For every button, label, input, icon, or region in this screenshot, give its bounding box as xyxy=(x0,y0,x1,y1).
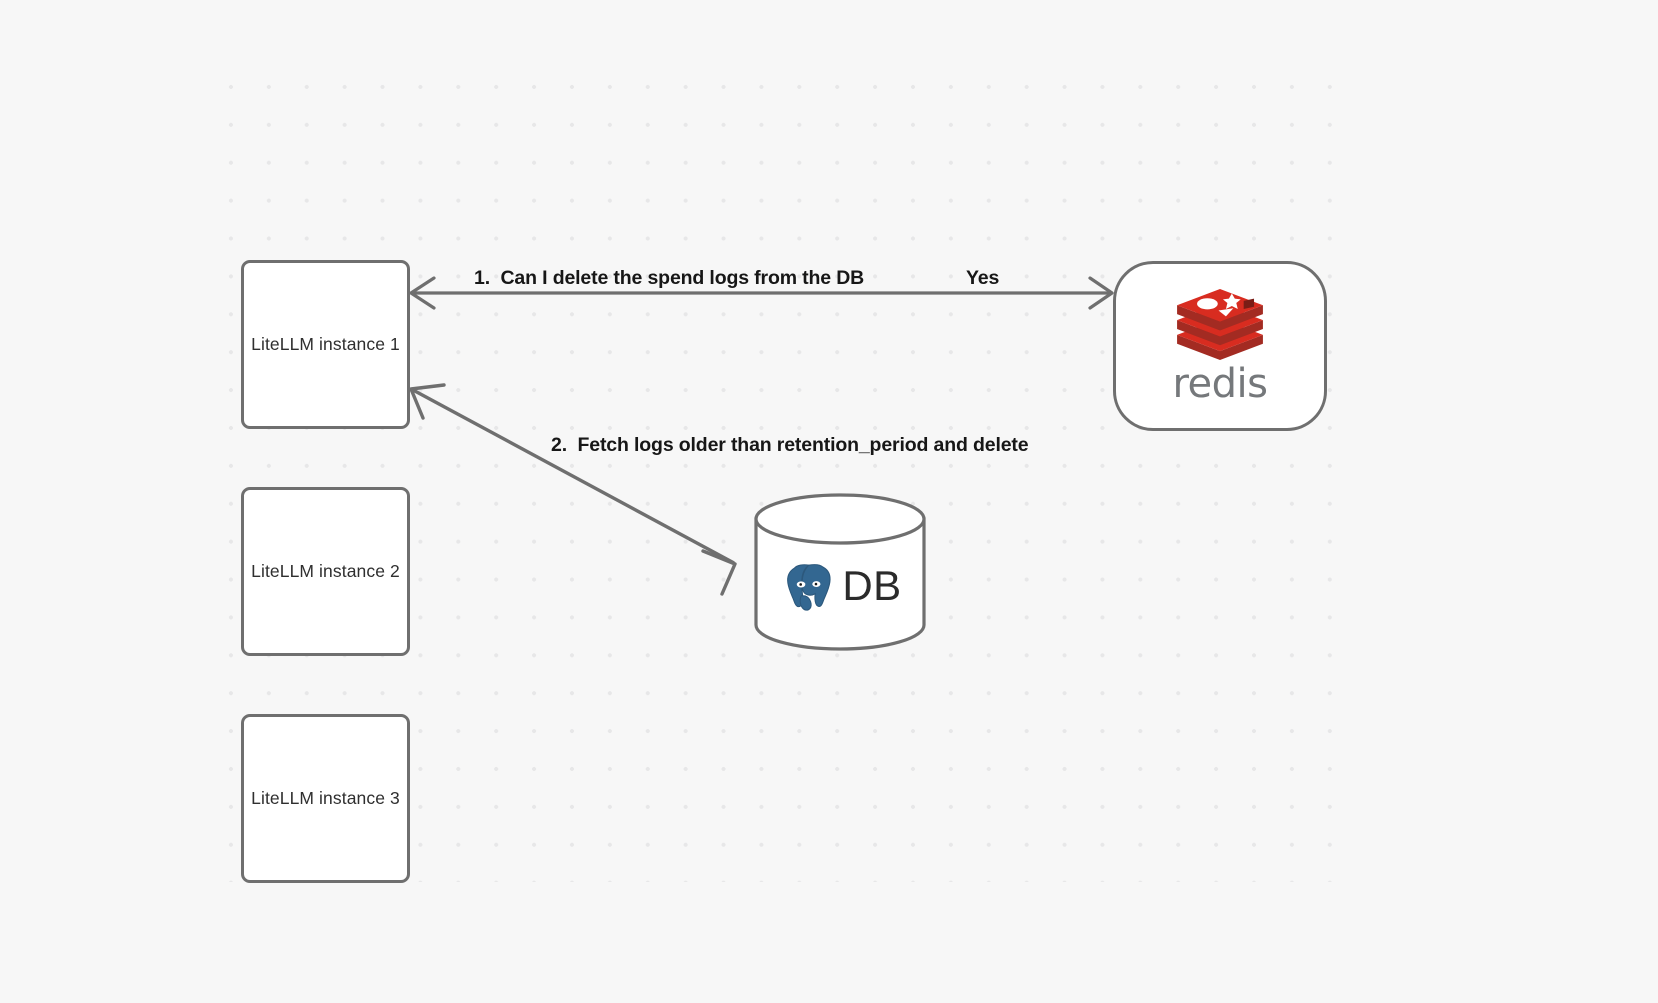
arrowhead-right xyxy=(1088,276,1114,310)
redis-wordmark: redis xyxy=(1172,361,1268,407)
arrowhead-left xyxy=(409,276,436,310)
node-label: LiteLLM instance 3 xyxy=(251,788,400,808)
edge-db-to-instance1 xyxy=(409,383,737,596)
arrowhead-upper-left xyxy=(409,383,446,420)
redis-logo-icon xyxy=(1177,289,1263,361)
edge-1-reply-label: Yes xyxy=(966,267,1000,289)
edge-1-label: 1. Can I delete the spend logs from the … xyxy=(474,267,865,289)
node-litellm-instance-3[interactable]: LiteLLM instance 3 xyxy=(241,714,410,883)
edge-2-label: 2. Fetch logs older than retention_perio… xyxy=(551,434,1029,456)
node-redis[interactable]: redis xyxy=(1113,261,1327,431)
database-cylinder-icon xyxy=(754,493,926,651)
node-label: LiteLLM instance 2 xyxy=(251,561,400,581)
node-litellm-instance-2[interactable]: LiteLLM instance 2 xyxy=(241,487,410,656)
arrowhead-lower-right xyxy=(701,549,737,596)
node-litellm-instance-1[interactable]: LiteLLM instance 1 xyxy=(241,260,410,429)
database-content: DB xyxy=(753,545,927,627)
database-label: DB xyxy=(842,562,902,609)
node-label: LiteLLM instance 1 xyxy=(251,334,400,354)
node-database[interactable]: DB xyxy=(753,493,927,651)
postgresql-elephant-icon xyxy=(785,562,833,614)
edge-redis-to-instance1 xyxy=(409,276,1114,310)
